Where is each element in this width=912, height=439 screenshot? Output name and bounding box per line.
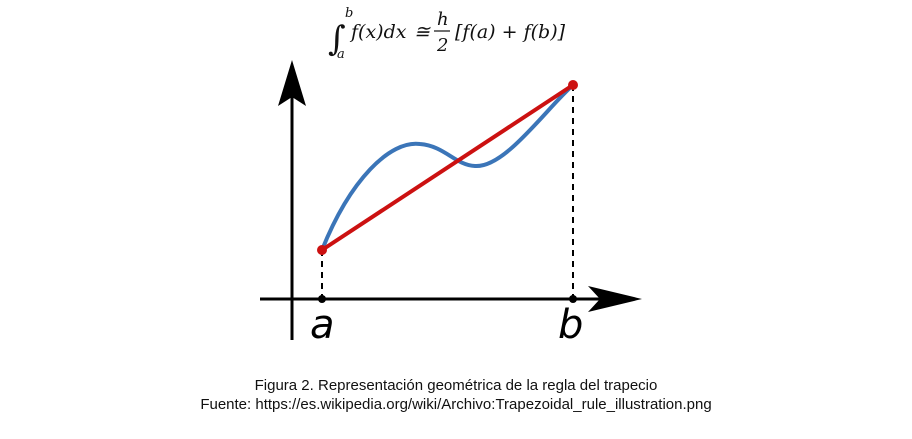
function-curve [320, 83, 575, 252]
formula-upper-limit: b [345, 6, 353, 21]
axes [260, 60, 642, 340]
formula-approx-sign: ≅ [414, 21, 431, 43]
tick-dot-b [569, 295, 577, 303]
endpoint-fb [568, 80, 578, 90]
formula-numerator: h [437, 9, 449, 30]
formula-bracket-expression: [f(a) + f(b)] [455, 21, 566, 43]
formula-denominator: 2 [436, 35, 448, 56]
y-axis-arrow-icon [278, 60, 306, 106]
axis-label-b: b [558, 302, 583, 348]
caption-source: Fuente: https://es.wikipedia.org/wiki/Ar… [200, 396, 712, 413]
x-axis-arrow-icon [588, 286, 642, 312]
integral-sign: ∫ [328, 19, 346, 59]
tick-dot-a [318, 295, 326, 303]
caption-title: Figura 2. Representación geométrica de l… [254, 377, 658, 394]
formula-lower-limit: a [337, 47, 345, 62]
trapezoidal-rule-figure: ∫ b a f(x)dx ≅ h 2 [f(a) + f(b)] a b [260, 6, 642, 348]
endpoint-fa [317, 245, 327, 255]
formula-integrand: f(x)dx [349, 21, 407, 43]
axis-label-a: a [310, 302, 335, 348]
trapezoid-line [320, 83, 575, 252]
formula: ∫ b a f(x)dx ≅ h 2 [f(a) + f(b)] [328, 6, 566, 62]
